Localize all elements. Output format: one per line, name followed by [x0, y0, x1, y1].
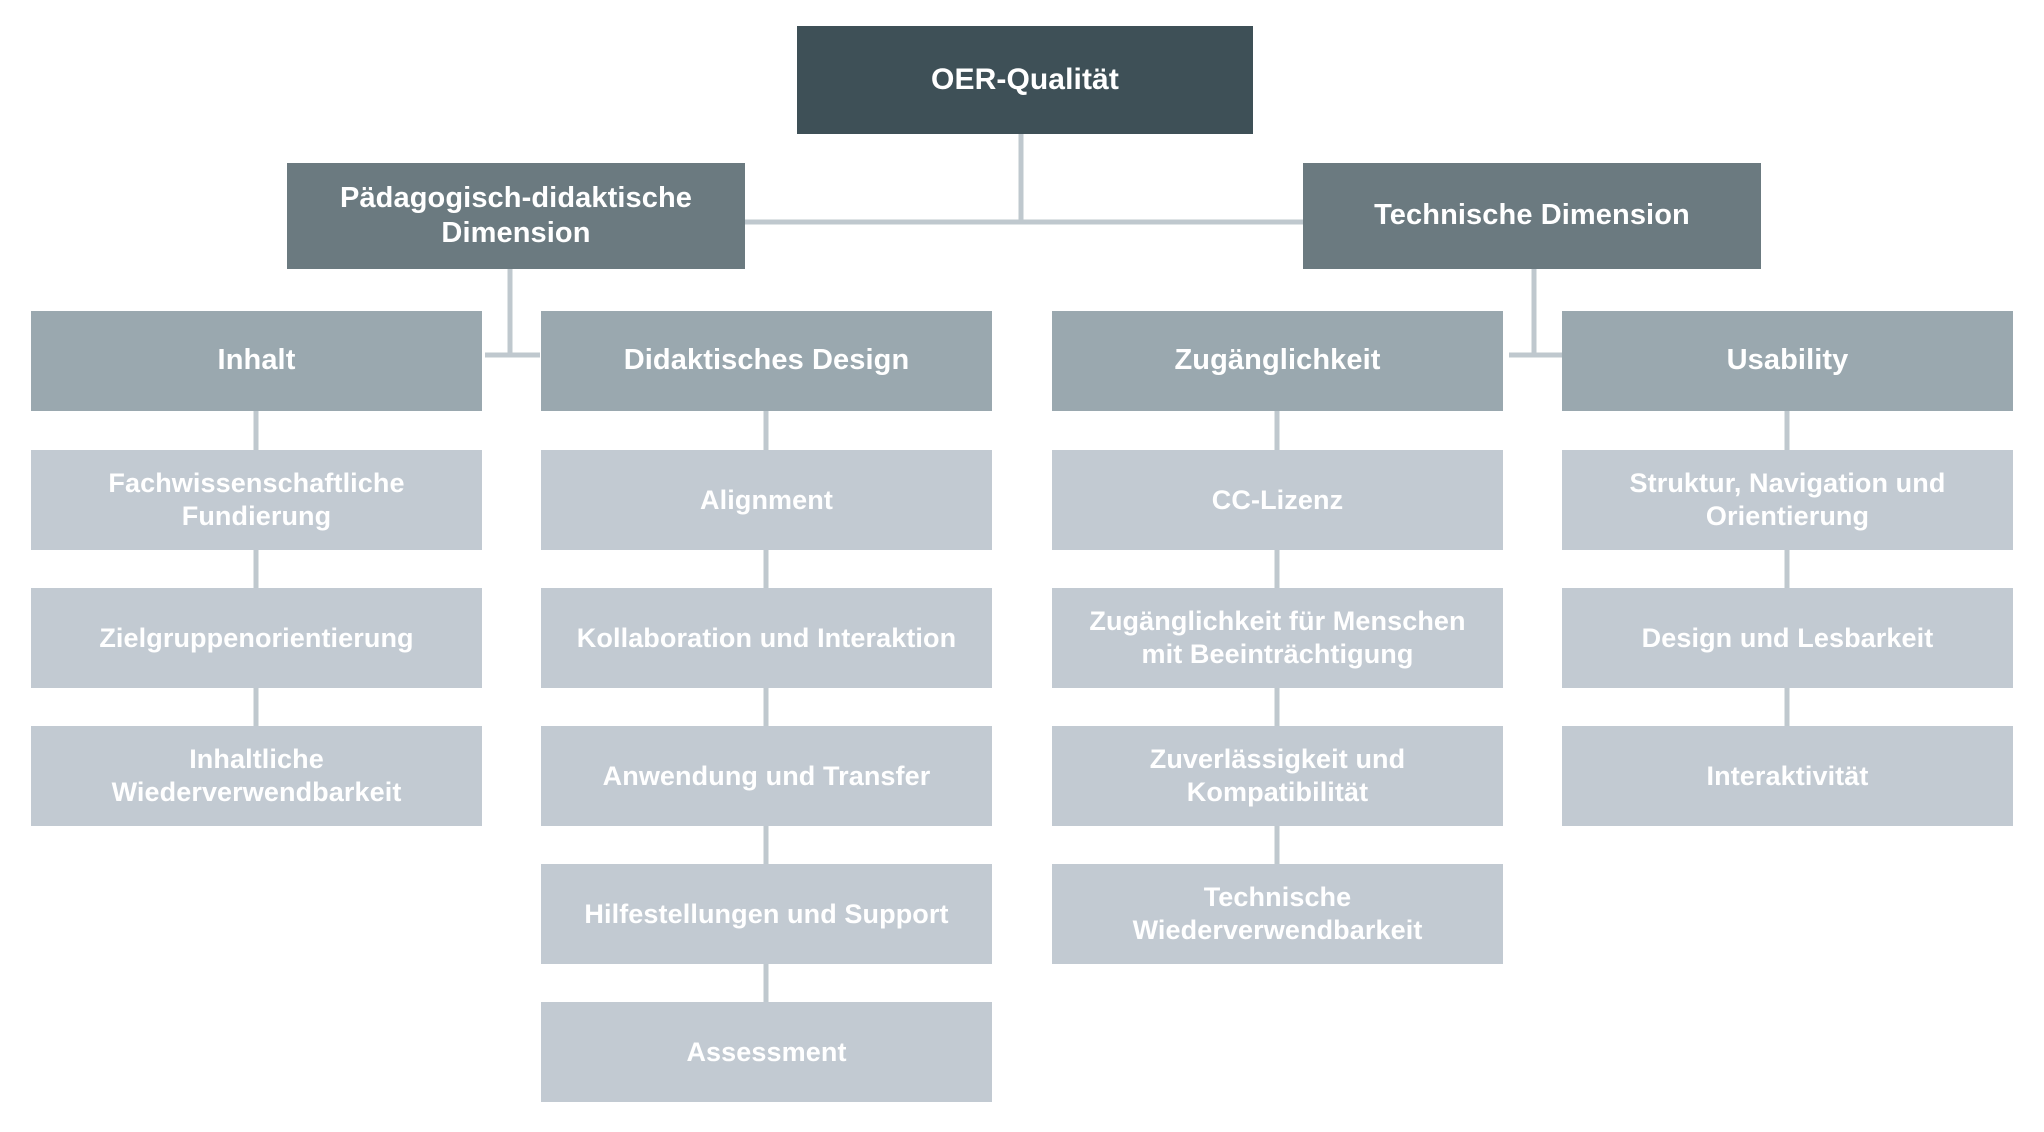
node-leaf-interaktivitaet[interactable]: Interaktivität	[1562, 726, 2013, 826]
node-leaf-anwendung-und-transfer-label: Anwendung und Transfer	[602, 760, 931, 791]
node-leaf-hilfestellungen-und-support[interactable]: Hilfestellungen und Support	[541, 864, 992, 964]
node-leaf-alignment[interactable]: Alignment	[541, 450, 992, 550]
node-leaf-cc-lizenz[interactable]: CC-Lizenz	[1052, 450, 1503, 550]
node-root-label: OER-Qualität	[931, 62, 1119, 96]
node-dimension-technical[interactable]: Technische Dimension	[1303, 163, 1761, 269]
node-dimension-technical-label: Technische Dimension	[1374, 199, 1690, 232]
node-leaf-zielgruppenorientierung-label: Zielgruppenorientierung	[99, 622, 414, 653]
node-leaf-zugaenglichkeit-beeintraechtigung-label: Zugänglichkeit für Menschen mit Beeinträ…	[1089, 606, 1466, 669]
node-leaf-cc-lizenz-label: CC-Lizenz	[1211, 484, 1344, 515]
node-leaf-interaktivitaet-label: Interaktivität	[1706, 760, 1869, 791]
node-category-didaktisches-design-label: Didaktisches Design	[623, 344, 910, 377]
node-leaf-zielgruppenorientierung[interactable]: Zielgruppenorientierung	[31, 588, 482, 688]
node-leaf-technische-wiederverwendbarkeit[interactable]: Technische Wiederverwendbarkeit	[1052, 864, 1503, 964]
node-dimension-pedagogical-label: Pädagogisch-didaktische Dimension	[340, 181, 692, 249]
node-leaf-zuverlaessigkeit-und-kompatibilitaet-label: Zuverlässigkeit und Kompatibilität	[1149, 744, 1406, 807]
node-category-zugaenglichkeit-label: Zugänglichkeit	[1174, 344, 1381, 377]
node-leaf-technische-wiederverwendbarkeit-label: Technische Wiederverwendbarkeit	[1132, 882, 1423, 945]
node-leaf-design-und-lesbarkeit-label: Design und Lesbarkeit	[1641, 622, 1934, 653]
node-leaf-assessment[interactable]: Assessment	[541, 1002, 992, 1102]
node-leaf-zugaenglichkeit-beeintraechtigung[interactable]: Zugänglichkeit für Menschen mit Beeinträ…	[1052, 588, 1503, 688]
node-category-inhalt-label: Inhalt	[217, 344, 296, 377]
node-leaf-struktur-navigation-orientierung-label: Struktur, Navigation und Orientierung	[1629, 468, 1946, 531]
node-leaf-kollaboration-und-interaktion-label: Kollaboration und Interaktion	[576, 622, 957, 653]
node-category-inhalt[interactable]: Inhalt	[31, 311, 482, 411]
node-root-oer-qualitaet[interactable]: OER-Qualität	[797, 26, 1253, 134]
node-dimension-pedagogical[interactable]: Pädagogisch-didaktische Dimension	[287, 163, 745, 269]
node-leaf-zuverlaessigkeit-und-kompatibilitaet[interactable]: Zuverlässigkeit und Kompatibilität	[1052, 726, 1503, 826]
node-category-usability[interactable]: Usability	[1562, 311, 2013, 411]
node-leaf-assessment-label: Assessment	[686, 1036, 847, 1067]
node-leaf-hilfestellungen-und-support-label: Hilfestellungen und Support	[584, 898, 949, 929]
node-leaf-inhaltliche-wiederverwendbarkeit[interactable]: Inhaltliche Wiederverwendbarkeit	[31, 726, 482, 826]
node-leaf-alignment-label: Alignment	[700, 484, 833, 515]
node-leaf-fachwissenschaftliche-fundierung-label: Fachwissenschaftliche Fundierung	[108, 468, 405, 531]
node-leaf-struktur-navigation-orientierung[interactable]: Struktur, Navigation und Orientierung	[1562, 450, 2013, 550]
node-leaf-fachwissenschaftliche-fundierung[interactable]: Fachwissenschaftliche Fundierung	[31, 450, 482, 550]
node-leaf-design-und-lesbarkeit[interactable]: Design und Lesbarkeit	[1562, 588, 2013, 688]
node-category-zugaenglichkeit[interactable]: Zugänglichkeit	[1052, 311, 1503, 411]
node-leaf-anwendung-und-transfer[interactable]: Anwendung und Transfer	[541, 726, 992, 826]
node-leaf-inhaltliche-wiederverwendbarkeit-label: Inhaltliche Wiederverwendbarkeit	[111, 744, 402, 807]
node-leaf-kollaboration-und-interaktion[interactable]: Kollaboration und Interaktion	[541, 588, 992, 688]
node-category-usability-label: Usability	[1726, 344, 1849, 377]
node-category-didaktisches-design[interactable]: Didaktisches Design	[541, 311, 992, 411]
